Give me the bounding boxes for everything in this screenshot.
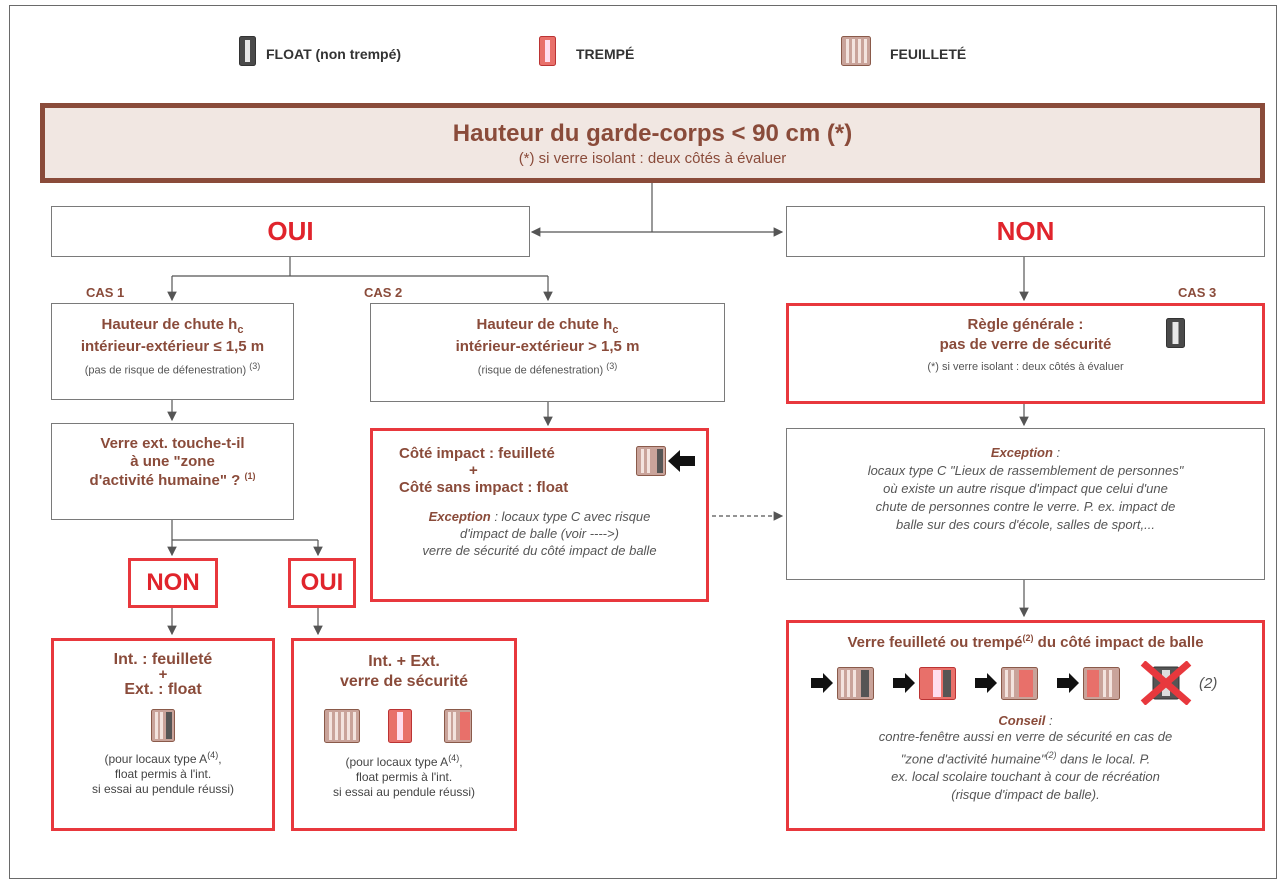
impact-arrow-icon bbox=[668, 450, 696, 477]
crossed-note: (2) bbox=[1199, 675, 1218, 692]
branch-oui-label: OUI bbox=[267, 216, 314, 246]
cas1-line2: intérieur-extérieur ≤ 1,5 m bbox=[80, 338, 265, 355]
result-oui-line1: Int. + Ext. bbox=[368, 653, 440, 670]
cas2-tag: CAS 2 bbox=[364, 285, 403, 300]
branch-non-box: NON bbox=[786, 206, 1265, 257]
arrow-laminated-tempered-icon bbox=[975, 667, 1038, 700]
exception-text: locaux type C "Lieux de rassemblement de… bbox=[867, 463, 1184, 532]
cas2-line1: Hauteur de chute hc bbox=[476, 316, 619, 336]
float-glass-icon bbox=[1166, 318, 1185, 353]
ball-impact-box: Verre feuilleté ou trempé(2) du côté imp… bbox=[786, 620, 1265, 831]
cas2-exception: Exception : locaux type C avec risque d'… bbox=[422, 509, 657, 558]
question-line3: d'activité humaine" ? (1) bbox=[89, 471, 256, 489]
legend-laminated-label: FEUILLETÉ bbox=[890, 46, 967, 62]
header-subtitle: (*) si verre isolant : deux côtés à éval… bbox=[518, 150, 787, 167]
cas2-box: Hauteur de chute hc intérieur-extérieur … bbox=[370, 303, 725, 402]
exception-label: Exception : bbox=[990, 445, 1061, 460]
answer-non-box: NON bbox=[128, 558, 218, 608]
tempered-glass-icon bbox=[539, 36, 556, 71]
answer-non-label: NON bbox=[146, 569, 200, 596]
crossed-float-glass-icon bbox=[1140, 661, 1192, 705]
cas1-note: (pas de risque de défenestration) (3) bbox=[84, 361, 261, 377]
result-oui-notes: (pour locaux type A(4), float permis à l… bbox=[332, 753, 476, 799]
cas3-line2: pas de verre de sécurité bbox=[939, 336, 1112, 353]
answer-oui-label: OUI bbox=[300, 569, 344, 596]
laminated-float-icon bbox=[151, 709, 175, 742]
cas2-line2: intérieur-extérieur > 1,5 m bbox=[455, 338, 640, 355]
result-non-notes: (pour locaux type A(4), float permis à l… bbox=[91, 750, 235, 796]
arrow-tempered-laminated-icon bbox=[1057, 667, 1120, 700]
laminated-glass-icon bbox=[841, 36, 871, 71]
result-oui-line2: verre de sécurité bbox=[339, 673, 469, 690]
cas3-note: (*) si verre isolant : deux côtés à éval… bbox=[927, 361, 1124, 373]
cas2-note: (risque de défenestration) (3) bbox=[477, 361, 618, 377]
cas1-box: Hauteur de chute hc intérieur-extérieur … bbox=[51, 303, 294, 400]
exception-box: Exception : locaux type C "Lieux de rass… bbox=[786, 428, 1265, 580]
result-non-line2: Ext. : float bbox=[124, 681, 202, 698]
cas1-tag: CAS 1 bbox=[86, 285, 125, 300]
cas3-tag: CAS 3 bbox=[1178, 285, 1217, 300]
ball-impact-glass-row: (2) bbox=[789, 661, 1262, 711]
laminated-tempered-icon bbox=[444, 709, 472, 743]
diagram-frame bbox=[9, 5, 1277, 879]
cas3-line1: Règle générale : bbox=[967, 316, 1084, 333]
laminated-glass-icon bbox=[636, 446, 666, 481]
header-title: Hauteur du garde-corps < 90 cm (*) bbox=[452, 120, 853, 147]
safety-glass-icons bbox=[294, 709, 514, 743]
question-line2: à une "zone bbox=[130, 453, 215, 470]
legend-float-label: FLOAT (non trempé) bbox=[266, 46, 402, 62]
conseil-label: Conseil : bbox=[998, 713, 1053, 728]
float-glass-icon bbox=[239, 36, 256, 71]
result-oui-box: Int. + Ext. verre de sécurité (pour loca… bbox=[291, 638, 517, 831]
ball-impact-title: Verre feuilleté ou trempé(2) du côté imp… bbox=[847, 633, 1204, 651]
arrow-tempered-float-icon bbox=[893, 667, 956, 700]
cas2-result-line1: Côté impact : feuilleté bbox=[399, 445, 555, 462]
legend-tempered-label: TREMPÉ bbox=[576, 46, 635, 62]
result-non-line1: Int. : feuilleté bbox=[113, 651, 213, 668]
branch-oui-box: OUI bbox=[51, 206, 530, 257]
result-non-box: Int. : feuilleté + Ext. : float (pour lo… bbox=[51, 638, 275, 831]
cas1-line1: Hauteur de chute hc bbox=[101, 316, 244, 336]
arrow-laminated-float-icon bbox=[811, 667, 874, 700]
cas2-result-line2: Côté sans impact : float bbox=[399, 479, 569, 496]
question-line1: Verre ext. touche-t-il bbox=[100, 435, 245, 452]
laminated-glass-icon bbox=[324, 709, 360, 743]
answer-oui-box: OUI bbox=[288, 558, 356, 608]
question-box: Verre ext. touche-t-il à une "zone d'act… bbox=[51, 423, 294, 520]
cas2-result-plus: + bbox=[469, 462, 478, 479]
tempered-glass-icon bbox=[388, 709, 412, 743]
branch-non-label: NON bbox=[996, 216, 1055, 246]
cas2-result-box: Côté impact : feuilleté + Côté sans impa… bbox=[370, 428, 709, 602]
conseil-text: contre-fenêtre aussi en verre de sécurit… bbox=[878, 729, 1173, 803]
result-non-plus: + bbox=[158, 666, 168, 683]
cas3-box: Règle générale : pas de verre de sécurit… bbox=[786, 303, 1265, 404]
header-box: Hauteur du garde-corps < 90 cm (*) (*) s… bbox=[40, 103, 1265, 183]
